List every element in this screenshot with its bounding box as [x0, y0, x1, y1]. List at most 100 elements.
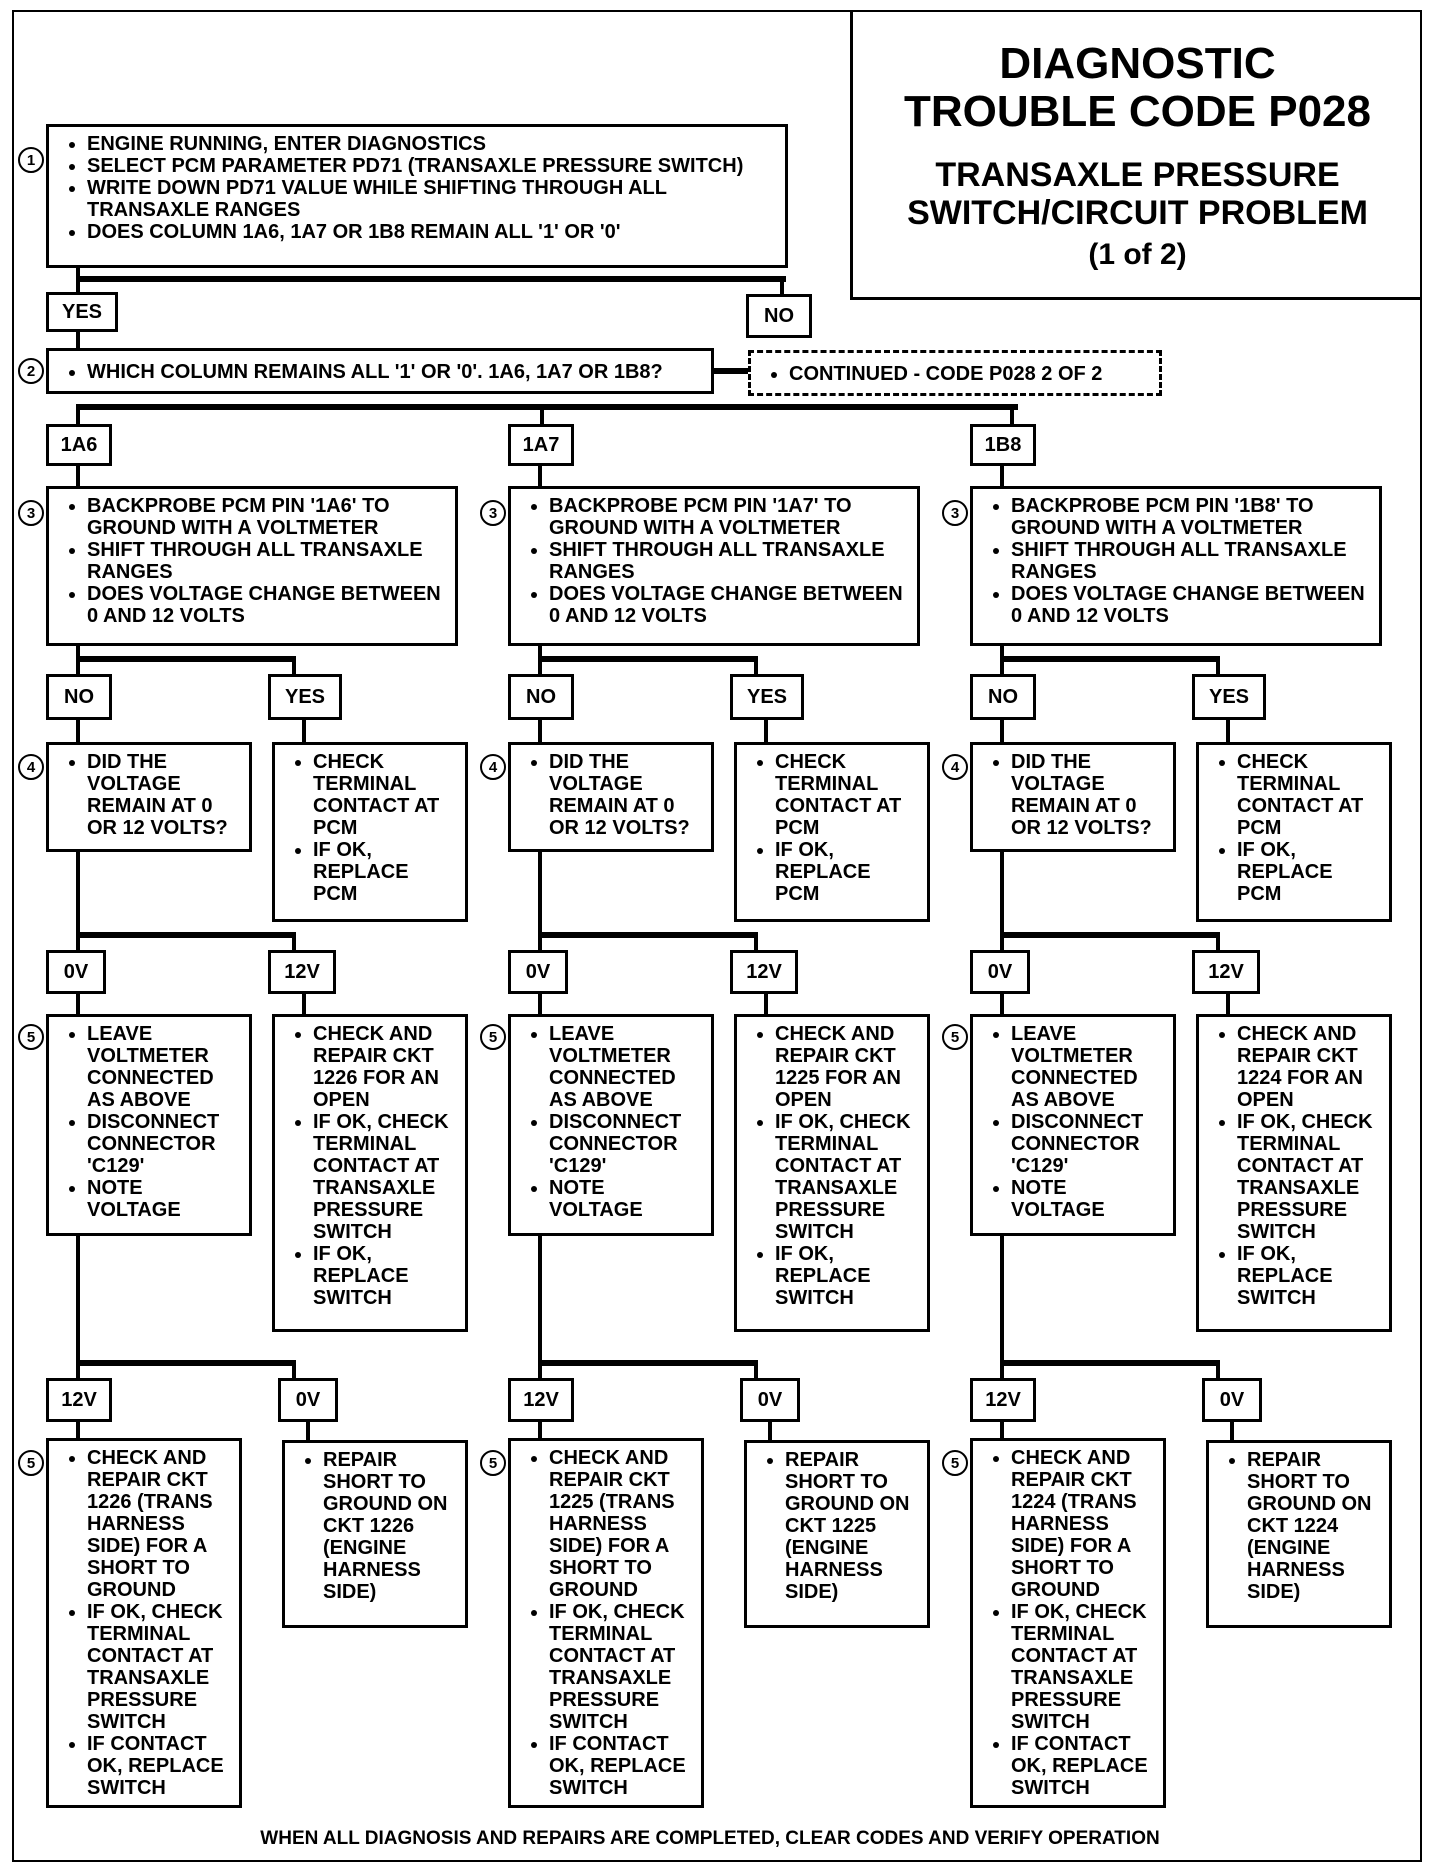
bullet-list: CHECK AND REPAIR CKT 1225 (TRANS HARNESS… [521, 1447, 691, 1799]
bullet-item: DID THE VOLTAGE REMAIN AT 0 OR 12 VOLTS? [87, 751, 239, 839]
bullet-item: SHIFT THROUGH ALL TRANSAXLE RANGES [1011, 539, 1369, 583]
step3-box-1a7: BACKPROBE PCM PIN '1A7' TO GROUND WITH A… [508, 486, 920, 646]
bullet-item: BACKPROBE PCM PIN '1A7' TO GROUND WITH A… [549, 495, 907, 539]
bullet-item: SELECT PCM PARAMETER PD71 (TRANSAXLE PRE… [87, 155, 775, 177]
bullet-item: CHECK AND REPAIR CKT 1226 FOR AN OPEN [313, 1023, 455, 1111]
bullet-item: LEAVE VOLTMETER CONNECTED AS ABOVE [549, 1023, 701, 1111]
v12-label-1b8: 12V [1192, 950, 1260, 994]
bullet-item: NOTE VOLTAGE [1011, 1177, 1163, 1221]
continued-box: CONTINUED - CODE P028 2 OF 2 [748, 350, 1162, 396]
bullet-item: IF OK, REPLACE SWITCH [1237, 1243, 1379, 1309]
connector-line [76, 1422, 80, 1442]
connector-line [764, 720, 768, 744]
connector-line [1000, 994, 1004, 1016]
bottom-0v-label-1a6: 0V [278, 1378, 338, 1422]
v12-action-box-1a6: CHECK AND REPAIR CKT 1226 FOR AN OPENIF … [272, 1014, 468, 1332]
bullet-item: IF OK, REPLACE PCM [1237, 839, 1379, 905]
v12-label-1a6: 12V [268, 950, 336, 994]
yes-label-1b8: YES [1192, 674, 1266, 720]
v0-label-1b8: 0V [970, 950, 1030, 994]
bullet-item: REPAIR SHORT TO GROUND ON CKT 1225 (ENGI… [785, 1449, 917, 1603]
connector-line [764, 994, 768, 1016]
connector-line [1000, 852, 1004, 952]
connector-line [76, 932, 294, 938]
connector-line [1000, 720, 1004, 744]
title-sub: TRANSAXLE PRESSURE SWITCH/CIRCUIT PROBLE… [853, 156, 1422, 232]
bullet-item: IF CONTACT OK, REPLACE SWITCH [549, 1733, 691, 1799]
continued-bullets: CONTINUED - CODE P028 2 OF 2 [761, 363, 1149, 385]
connector-line [1000, 932, 1218, 938]
bullet-list: CHECK TERMINAL CONTACT AT PCMIF OK, REPL… [285, 751, 455, 905]
page-frame [12, 10, 1422, 1862]
connector-line [754, 656, 758, 678]
bullet-item: CHECK AND REPAIR CKT 1224 (TRANS HARNESS… [1011, 1447, 1153, 1601]
bottom-12v-label-1b8: 12V [970, 1378, 1036, 1422]
bullet-list: LEAVE VOLTMETER CONNECTED AS ABOVEDISCON… [983, 1023, 1163, 1221]
step1-box: ENGINE RUNNING, ENTER DIAGNOSTICSSELECT … [46, 124, 788, 268]
bullet-item: DISCONNECT CONNECTOR 'C129' [549, 1111, 701, 1177]
connector-line [292, 932, 296, 954]
bullet-item: CHECK AND REPAIR CKT 1225 (TRANS HARNESS… [549, 1447, 691, 1601]
connector-line [76, 646, 80, 678]
title-part: (1 of 2) [1088, 238, 1187, 271]
column-label-1b8: 1B8 [970, 424, 1036, 466]
step4-box-1a7: DID THE VOLTAGE REMAIN AT 0 OR 12 VOLTS? [508, 742, 714, 852]
connector-line [76, 656, 294, 662]
bottom-0v-label-1a7: 0V [740, 1378, 800, 1422]
bullet-list: BACKPROBE PCM PIN '1A7' TO GROUND WITH A… [521, 495, 907, 627]
connector-line [538, 1236, 542, 1378]
bullet-item: BACKPROBE PCM PIN '1A6' TO GROUND WITH A… [87, 495, 445, 539]
connector-line [76, 720, 80, 744]
connector-line [780, 276, 784, 294]
bullet-item: SHIFT THROUGH ALL TRANSAXLE RANGES [87, 539, 445, 583]
connector-line [538, 932, 756, 938]
yes-action-box-1b8: CHECK TERMINAL CONTACT AT PCMIF OK, REPL… [1196, 742, 1392, 922]
no-label-1a6: NO [46, 674, 112, 720]
bullet-item: IF CONTACT OK, REPLACE SWITCH [87, 1733, 229, 1799]
short-check-box-1a6: CHECK AND REPAIR CKT 1226 (TRANS HARNESS… [46, 1438, 242, 1808]
step2-box: WHICH COLUMN REMAINS ALL '1' OR '0'. 1A6… [46, 348, 714, 394]
step1-bullets: ENGINE RUNNING, ENTER DIAGNOSTICSSELECT … [59, 133, 775, 243]
connector-line [292, 1360, 296, 1382]
step1-no-label: NO [746, 294, 812, 338]
bullet-item: DID THE VOLTAGE REMAIN AT 0 OR 12 VOLTS? [1011, 751, 1163, 839]
footer-note: WHEN ALL DIAGNOSIS AND REPAIRS ARE COMPL… [260, 1828, 1160, 1849]
bullet-item: DISCONNECT CONNECTOR 'C129' [87, 1111, 239, 1177]
connector-line [76, 404, 80, 424]
bullet-list: CHECK AND REPAIR CKT 1224 (TRANS HARNESS… [983, 1447, 1153, 1799]
connector-line [538, 466, 542, 488]
connector-line [1000, 646, 1004, 678]
connector-line [1000, 1236, 1004, 1378]
step-number-4: 4 [942, 754, 968, 780]
connector-line [540, 404, 544, 424]
bullet-list: CHECK AND REPAIR CKT 1226 FOR AN OPENIF … [285, 1023, 455, 1309]
bullet-item: BACKPROBE PCM PIN '1B8' TO GROUND WITH A… [1011, 495, 1369, 539]
connector-line [1216, 656, 1220, 678]
v12-action-box-1a7: CHECK AND REPAIR CKT 1225 FOR AN OPENIF … [734, 1014, 930, 1332]
step-number-5: 5 [480, 1024, 506, 1050]
connector-line [76, 1360, 294, 1366]
bullet-list: BACKPROBE PCM PIN '1B8' TO GROUND WITH A… [983, 495, 1369, 627]
bullet-item: IF CONTACT OK, REPLACE SWITCH [1011, 1733, 1153, 1799]
connector-line [76, 332, 80, 348]
bullet-list: CHECK AND REPAIR CKT 1226 (TRANS HARNESS… [59, 1447, 229, 1799]
step3-box-1a6: BACKPROBE PCM PIN '1A6' TO GROUND WITH A… [46, 486, 458, 646]
bullet-item: DISCONNECT CONNECTOR 'C129' [1011, 1111, 1163, 1177]
short-check-box-1b8: CHECK AND REPAIR CKT 1224 (TRANS HARNESS… [970, 1438, 1166, 1808]
connector-line [76, 1236, 80, 1378]
yes-label-1a7: YES [730, 674, 804, 720]
bullet-item: IF OK, REPLACE PCM [313, 839, 455, 905]
title-line-1: DIAGNOSTIC [999, 39, 1276, 88]
v0-label-1a6: 0V [46, 950, 106, 994]
repair-short-box-1a6: REPAIR SHORT TO GROUND ON CKT 1226 (ENGI… [282, 1440, 468, 1628]
connector-line [768, 1422, 772, 1442]
bullet-item: REPAIR SHORT TO GROUND ON CKT 1224 (ENGI… [1247, 1449, 1379, 1603]
step4-box-1a6: DID THE VOLTAGE REMAIN AT 0 OR 12 VOLTS? [46, 742, 252, 852]
title-main: DIAGNOSTIC TROUBLE CODE P028 [853, 40, 1422, 136]
bullet-item: LEAVE VOLTMETER CONNECTED AS ABOVE [1011, 1023, 1163, 1111]
yes-action-box-1a7: CHECK TERMINAL CONTACT AT PCMIF OK, REPL… [734, 742, 930, 922]
yes-label-1a6: YES [268, 674, 342, 720]
bullet-item: IF OK, CHECK TERMINAL CONTACT AT TRANSAX… [313, 1111, 455, 1243]
connector-line [1000, 656, 1218, 662]
bullet-item: IF OK, CHECK TERMINAL CONTACT AT TRANSAX… [1011, 1601, 1153, 1733]
